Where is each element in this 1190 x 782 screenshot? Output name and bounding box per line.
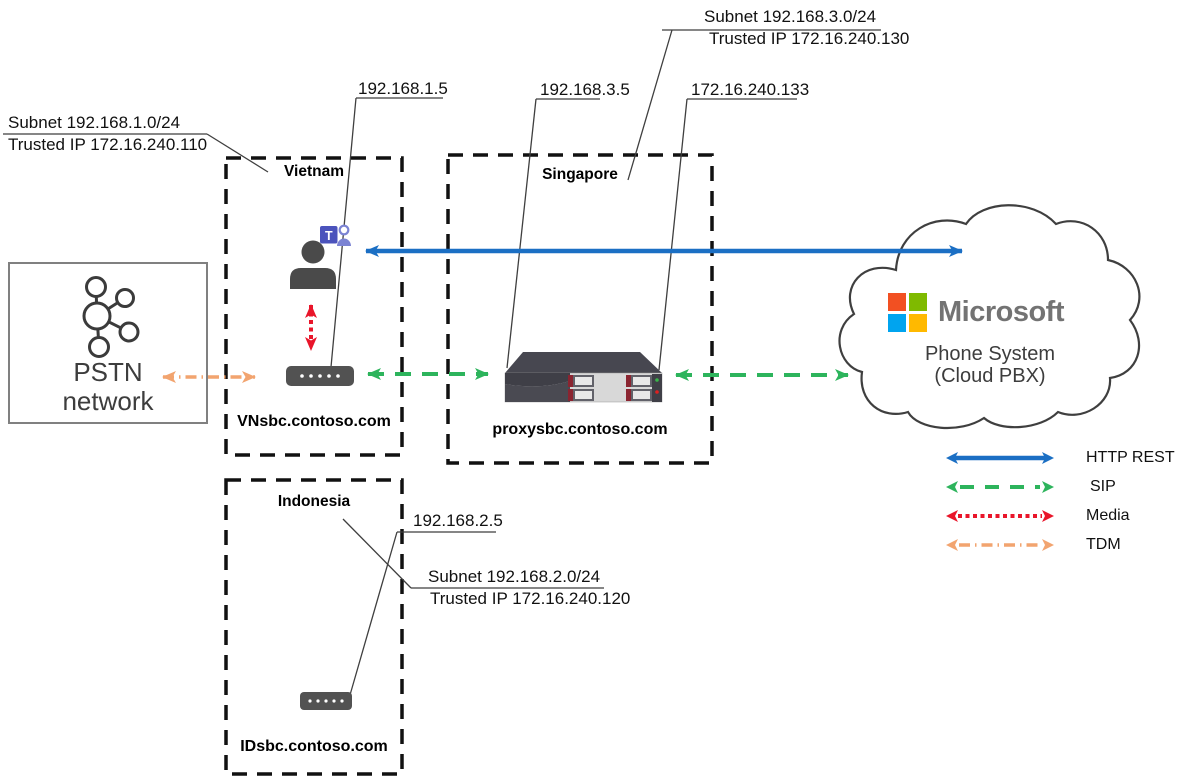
callout-subnet-singapore-line1: Subnet 192.168.3.0/24 (704, 7, 877, 26)
site-label-indonesia: Indonesia (277, 493, 351, 510)
legend-item-tdm: TDM (944, 536, 1190, 553)
teams-icon-letter: T (325, 229, 333, 243)
pstn-label: PSTN network (9, 358, 207, 416)
ms-square-red (888, 293, 906, 311)
leader-ip-proxysbc-internal (506, 98, 600, 369)
legend-label-sip: SIP (1090, 478, 1116, 495)
user-icon (290, 240, 336, 289)
legend-label-http-rest: HTTP REST (1086, 449, 1175, 466)
site-box-vietnam (224, 156, 404, 457)
microsoft-logo-icon (888, 293, 927, 332)
label-ip-idsbc: 192.168.2.5 (413, 511, 503, 530)
legend-arrow-media (946, 510, 1054, 522)
leader-ip-proxysbc-external (658, 98, 797, 371)
leader-subnet-indonesia (342, 518, 604, 589)
legend-arrow-sip (946, 481, 1054, 493)
callout-subnet-singapore-line2: Trusted IP 172.16.240.130 (709, 29, 910, 48)
callout-subnet-vietnam-line2: Trusted IP 172.16.240.110 (8, 135, 208, 154)
pstn-network-icon (82, 276, 140, 358)
callout-subnet-vietnam: Subnet 192.168.1.0/24 Trusted IP 172.16.… (8, 112, 207, 156)
microsoft-wordmark: Microsoft (938, 296, 1065, 328)
legend-item-media: Media (944, 507, 1190, 524)
sbc-vn-icon (286, 366, 354, 386)
cloud-shape (838, 204, 1141, 430)
ms-square-blue (888, 314, 906, 332)
sbc-proxy-icon (504, 352, 663, 403)
pstn-label-line2: network (62, 386, 154, 416)
label-ip-vnsbc: 192.168.1.5 (358, 79, 448, 98)
cloud-caption: Phone System (Cloud PBX) (895, 343, 1085, 387)
cloud-caption-line2: (Cloud PBX) (934, 365, 1046, 387)
fqdn-proxysbc: proxysbc.contoso.com (492, 421, 668, 438)
site-box-indonesia (224, 478, 404, 776)
label-ip-proxysbc-internal: 192.168.3.5 (540, 80, 630, 99)
legend-item-sip: SIP (944, 478, 1190, 495)
legend-label-tdm: TDM (1086, 536, 1121, 553)
teams-icon: T (320, 224, 351, 246)
ms-square-green (909, 293, 927, 311)
fqdn-idsbc: IDsbc.contoso.com (240, 738, 388, 755)
microsoft-logo: Microsoft (888, 293, 1065, 332)
sbc-id-icon (300, 692, 352, 710)
legend-label-media: Media (1086, 507, 1130, 524)
callout-subnet-singapore: Subnet 192.168.3.0/24 Trusted IP 172.16.… (704, 6, 909, 50)
legend-arrow-tdm (946, 539, 1054, 551)
site-box-singapore (446, 153, 714, 465)
ms-square-yellow (909, 314, 927, 332)
site-label-vietnam: Vietnam (283, 163, 345, 180)
label-ip-proxysbc-external: 172.16.240.133 (691, 80, 810, 99)
leader-subnet-vietnam (3, 133, 269, 173)
leader-subnet-singapore (627, 29, 881, 181)
leader-ip-idsbc (349, 531, 496, 696)
pstn-label-line1: PSTN (73, 357, 143, 387)
legend-arrow-http-rest (946, 452, 1054, 464)
legend-item-http-rest: HTTP REST (944, 449, 1190, 466)
site-label-singapore: Singapore (542, 166, 618, 183)
callout-subnet-indonesia-line2: Trusted IP 172.16.240.120 (430, 589, 631, 608)
cloud-caption-line1: Phone System (924, 343, 1056, 365)
callout-subnet-vietnam-line1: Subnet 192.168.1.0/24 (8, 113, 181, 132)
legend: HTTP REST SIP Media TDM (944, 449, 1190, 566)
callout-subnet-indonesia: Subnet 192.168.2.0/24 Trusted IP 172.16.… (428, 566, 630, 610)
callout-subnet-indonesia-line1: Subnet 192.168.2.0/24 (428, 567, 601, 586)
fqdn-vnsbc: VNsbc.contoso.com (237, 413, 391, 430)
